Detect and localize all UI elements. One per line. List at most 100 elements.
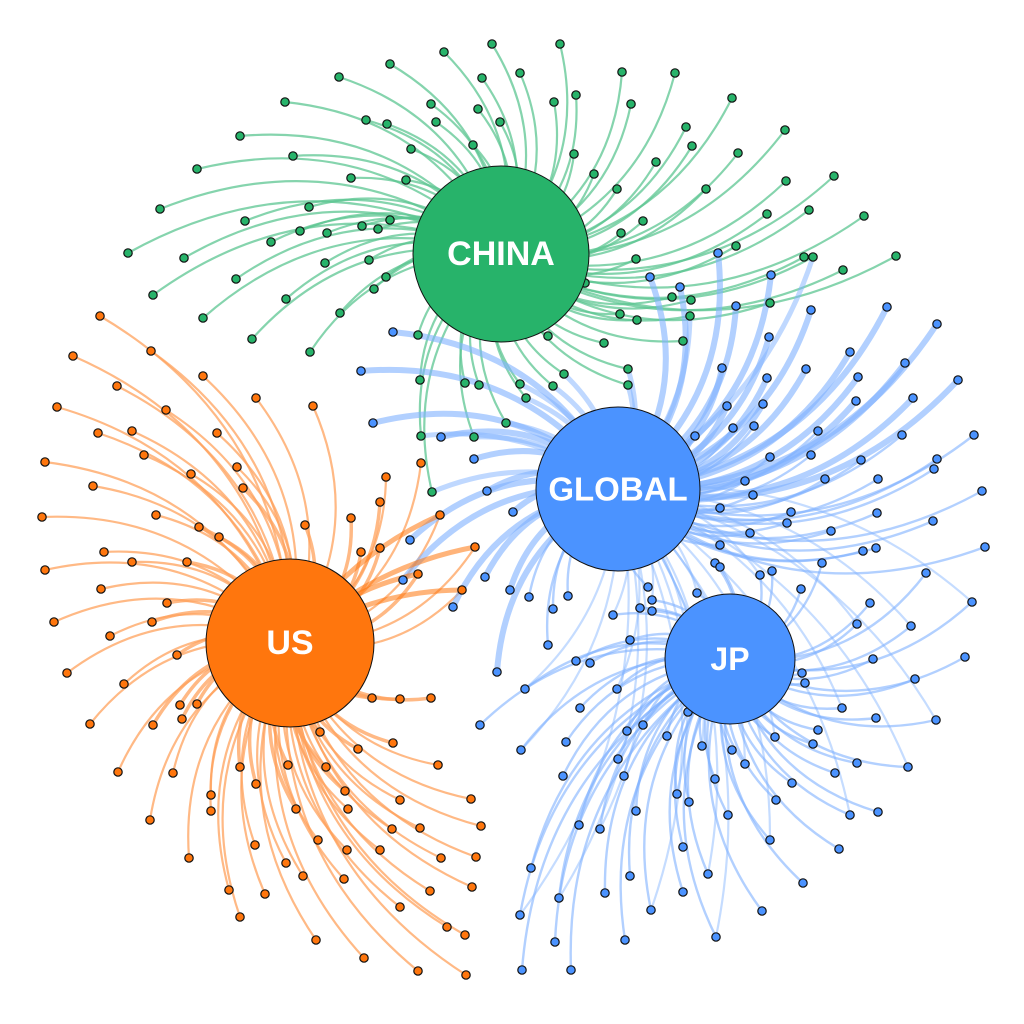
- leaf-node[interactable]: [280, 97, 290, 107]
- leaf-node[interactable]: [198, 371, 208, 381]
- leaf-node[interactable]: [608, 610, 618, 620]
- leaf-node[interactable]: [251, 779, 261, 789]
- leaf-node[interactable]: [781, 176, 791, 186]
- leaf-node[interactable]: [767, 566, 777, 576]
- leaf-node[interactable]: [543, 640, 553, 650]
- leaf-node[interactable]: [517, 965, 527, 975]
- leaf-node[interactable]: [687, 141, 697, 151]
- leaf-node[interactable]: [369, 284, 379, 294]
- leaf-node[interactable]: [85, 719, 95, 729]
- leaf-node[interactable]: [770, 732, 780, 742]
- leaf-node[interactable]: [852, 758, 862, 768]
- leaf-node[interactable]: [179, 253, 189, 263]
- leaf-node[interactable]: [574, 820, 584, 830]
- leaf-node[interactable]: [711, 932, 721, 942]
- leaf-node[interactable]: [37, 512, 47, 522]
- leaf-node[interactable]: [817, 558, 827, 568]
- leaf-node[interactable]: [555, 39, 565, 49]
- leaf-node[interactable]: [385, 215, 395, 225]
- leaf-node[interactable]: [127, 557, 137, 567]
- leaf-node[interactable]: [151, 510, 161, 520]
- leaf-node[interactable]: [745, 528, 755, 538]
- leaf-node[interactable]: [670, 68, 680, 78]
- leaf-node[interactable]: [373, 224, 383, 234]
- leaf-node[interactable]: [469, 454, 479, 464]
- leaf-node[interactable]: [148, 290, 158, 300]
- leaf-node[interactable]: [382, 119, 392, 129]
- leaf-node[interactable]: [717, 363, 727, 373]
- leaf-node[interactable]: [356, 366, 366, 376]
- leaf-node[interactable]: [492, 667, 502, 677]
- leaf-node[interactable]: [755, 570, 765, 580]
- leaf-node[interactable]: [626, 99, 636, 109]
- leaf-node[interactable]: [395, 902, 405, 912]
- hub-china[interactable]: CHINA: [412, 165, 590, 343]
- leaf-node[interactable]: [891, 251, 901, 261]
- leaf-node[interactable]: [715, 540, 725, 550]
- leaf-node[interactable]: [477, 73, 487, 83]
- hub-global[interactable]: GLOBAL: [535, 406, 701, 572]
- leaf-node[interactable]: [623, 364, 633, 374]
- leaf-node[interactable]: [260, 889, 270, 899]
- leaf-node[interactable]: [68, 351, 78, 361]
- leaf-node[interactable]: [235, 912, 245, 922]
- leaf-node[interactable]: [638, 216, 648, 226]
- leaf-node[interactable]: [800, 678, 810, 688]
- leaf-node[interactable]: [311, 935, 321, 945]
- leaf-node[interactable]: [625, 635, 635, 645]
- leaf-node[interactable]: [435, 510, 445, 520]
- leaf-node[interactable]: [829, 171, 839, 181]
- leaf-node[interactable]: [900, 358, 910, 368]
- leaf-node[interactable]: [515, 379, 525, 389]
- leaf-node[interactable]: [931, 715, 941, 725]
- leaf-node[interactable]: [320, 258, 330, 268]
- leaf-node[interactable]: [619, 771, 629, 781]
- hub-jp[interactable]: JP: [664, 593, 796, 725]
- leaf-node[interactable]: [897, 430, 907, 440]
- leaf-node[interactable]: [830, 768, 840, 778]
- leaf-node[interactable]: [304, 202, 314, 212]
- leaf-node[interactable]: [563, 591, 573, 601]
- leaf-node[interactable]: [401, 175, 411, 185]
- leaf-node[interactable]: [375, 497, 385, 507]
- leaf-node[interactable]: [521, 393, 531, 403]
- leaf-node[interactable]: [283, 760, 293, 770]
- leaf-node[interactable]: [595, 824, 605, 834]
- leaf-node[interactable]: [826, 526, 836, 536]
- leaf-node[interactable]: [172, 650, 182, 660]
- leaf-node[interactable]: [212, 428, 222, 438]
- leaf-node[interactable]: [882, 302, 892, 312]
- leaf-node[interactable]: [487, 39, 497, 49]
- leaf-node[interactable]: [612, 184, 622, 194]
- leaf-node[interactable]: [808, 739, 818, 749]
- leaf-node[interactable]: [448, 602, 458, 612]
- leaf-node[interactable]: [322, 228, 332, 238]
- leaf-node[interactable]: [387, 824, 397, 834]
- leaf-node[interactable]: [112, 381, 122, 391]
- leaf-node[interactable]: [88, 481, 98, 491]
- leaf-node[interactable]: [335, 308, 345, 318]
- leaf-node[interactable]: [932, 454, 942, 464]
- leaf-node[interactable]: [123, 248, 133, 258]
- leaf-node[interactable]: [697, 741, 707, 751]
- leaf-node[interactable]: [470, 542, 480, 552]
- leaf-node[interactable]: [353, 744, 363, 754]
- leaf-node[interactable]: [727, 93, 737, 103]
- leaf-node[interactable]: [715, 562, 725, 572]
- leaf-node[interactable]: [95, 311, 105, 321]
- leaf-node[interactable]: [748, 490, 758, 500]
- leaf-node[interactable]: [871, 713, 881, 723]
- leaf-node[interactable]: [765, 298, 775, 308]
- leaf-node[interactable]: [146, 346, 156, 356]
- leaf-node[interactable]: [701, 184, 711, 194]
- leaf-node[interactable]: [291, 804, 301, 814]
- leaf-node[interactable]: [728, 423, 738, 433]
- leaf-node[interactable]: [405, 535, 415, 545]
- leaf-node[interactable]: [516, 745, 526, 755]
- leaf-node[interactable]: [495, 117, 505, 127]
- leaf-node[interactable]: [343, 804, 353, 814]
- leaf-node[interactable]: [820, 474, 830, 484]
- leaf-node[interactable]: [731, 241, 741, 251]
- leaf-node[interactable]: [631, 806, 641, 816]
- leaf-node[interactable]: [375, 543, 385, 553]
